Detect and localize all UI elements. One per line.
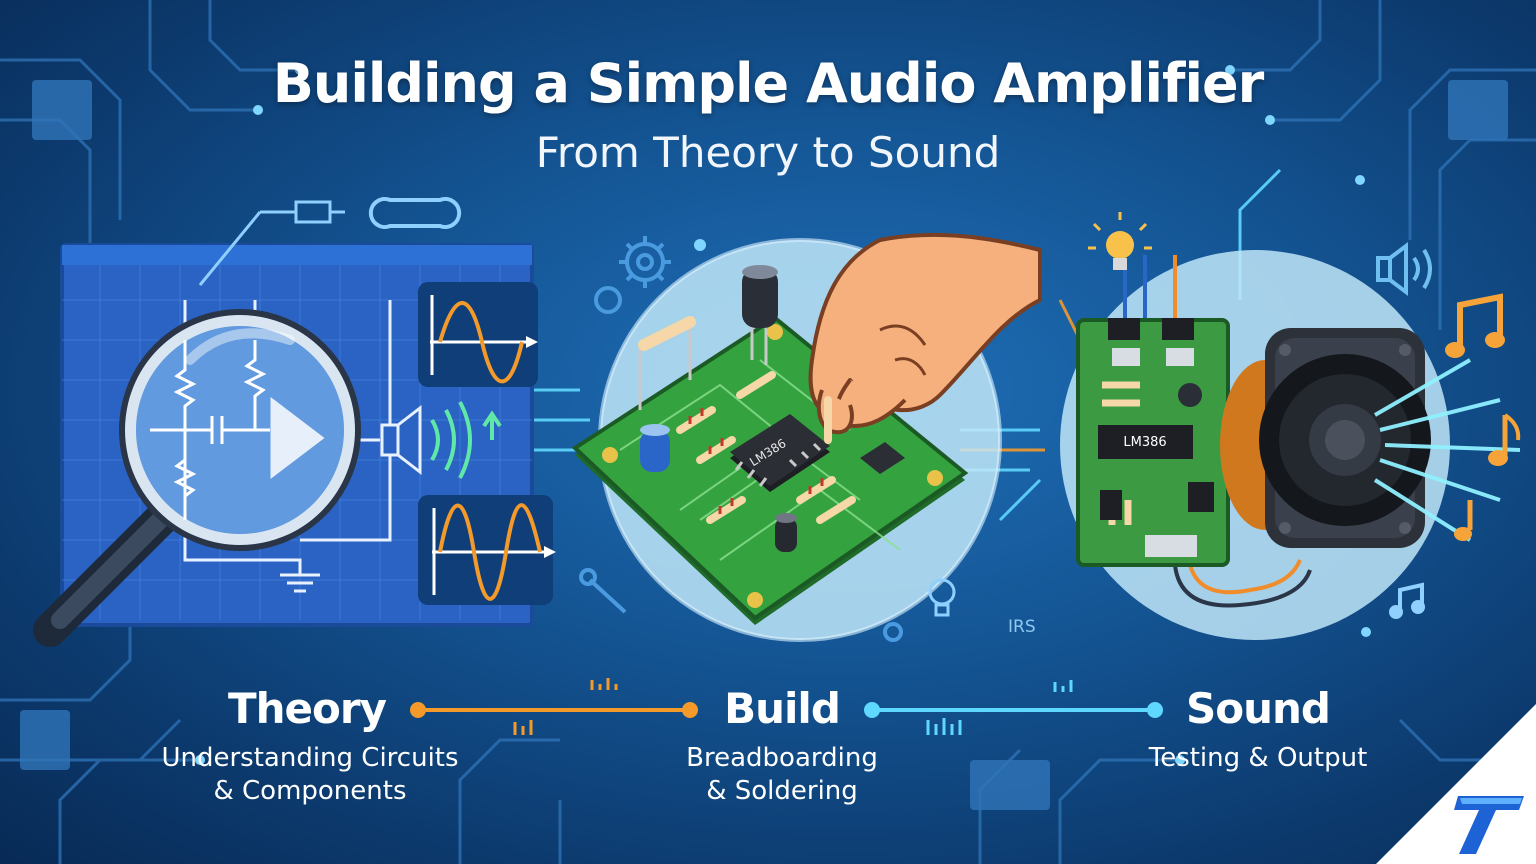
- timeline: [410, 678, 1163, 735]
- wrench-small-icon: [579, 568, 627, 614]
- magnifier-icon: [33, 309, 361, 647]
- speaker-icon: [1376, 242, 1432, 296]
- hand-illustration: [808, 232, 1042, 444]
- logo-icon: [1376, 704, 1536, 864]
- stage-sound-desc-line1: Testing & Output: [1148, 743, 1368, 773]
- music-note-icon: [1445, 293, 1521, 541]
- waveform-small: [418, 282, 538, 387]
- lightbulb-icon: [1088, 212, 1152, 270]
- music-note-small-icon: [1389, 582, 1425, 619]
- page-title: Building a Simple Audio Amplifier: [272, 52, 1264, 115]
- lightbulb-small-icon: [928, 578, 956, 617]
- pcb-module: LM386: [1076, 318, 1230, 567]
- gear-icon: [619, 236, 671, 288]
- resistor-icon: [198, 200, 345, 286]
- stage-theory-desc: Understanding Circuits & Components: [130, 742, 490, 808]
- stage-theory-desc-line1: Understanding Circuits: [161, 743, 459, 773]
- speaker-illustration: [1220, 328, 1431, 548]
- stage-sound-desc: Testing & Output: [1108, 742, 1408, 775]
- stage-build-desc-line2: & Soldering: [706, 776, 858, 806]
- stage-build-desc: Breadboarding & Soldering: [632, 742, 932, 808]
- stage-sound-label: Sound: [1186, 684, 1331, 733]
- stage-build-desc-line1: Breadboarding: [686, 743, 878, 773]
- irs-label: IRS: [1008, 617, 1036, 637]
- stage-build-label: Build: [724, 684, 841, 733]
- module-chip-label: LM386: [1123, 435, 1166, 450]
- page-subtitle: From Theory to Sound: [535, 128, 1001, 177]
- wrench-icon: [368, 197, 462, 229]
- pcb-board: LM386: [571, 265, 969, 625]
- waveform-large: [418, 495, 556, 605]
- stage-theory-label: Theory: [228, 684, 387, 733]
- stage-theory-desc-line2: & Components: [213, 776, 407, 806]
